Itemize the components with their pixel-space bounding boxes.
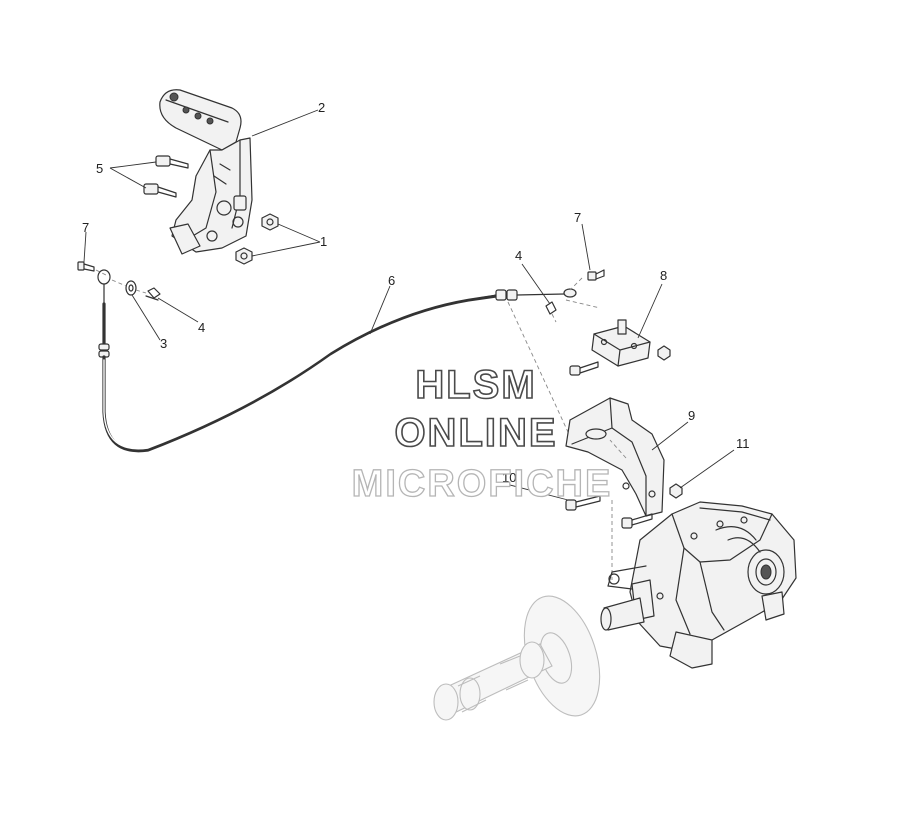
drive-shaft-faded bbox=[433, 641, 553, 721]
callout-7-left: 7 bbox=[82, 220, 89, 235]
bolt-near-clamp bbox=[569, 361, 599, 376]
bolt-part-10-lower bbox=[621, 513, 653, 529]
watermark-line-2: ONLINE bbox=[394, 411, 557, 455]
callout-8: 8 bbox=[660, 268, 667, 283]
callout-7-right: 7 bbox=[574, 210, 581, 225]
callout-6: 6 bbox=[388, 273, 395, 288]
cable-clamp-part-8 bbox=[591, 319, 651, 367]
nut-part-8 bbox=[657, 345, 671, 361]
callout-2: 2 bbox=[318, 100, 325, 115]
callout-11: 11 bbox=[736, 436, 750, 451]
clip-part-4-right bbox=[545, 301, 557, 315]
gearbox-housing bbox=[607, 501, 797, 669]
bolt-part-5-lower bbox=[143, 183, 177, 198]
callout-3: 3 bbox=[160, 336, 167, 351]
callout-9: 9 bbox=[688, 408, 695, 423]
callout-4-right: 4 bbox=[515, 248, 522, 263]
callout-1: 1 bbox=[320, 234, 327, 249]
watermark-line-3: MICROFICHE bbox=[352, 463, 613, 505]
brake-lever-assembly bbox=[159, 89, 253, 255]
callout-10: 10 bbox=[502, 470, 516, 485]
callout-4-left: 4 bbox=[198, 320, 205, 335]
bolt-part-5-upper bbox=[155, 155, 189, 169]
nut-part-1-upper bbox=[261, 213, 279, 231]
pin-part-7-right bbox=[587, 269, 605, 281]
nut-part-1-lower bbox=[235, 247, 253, 265]
washer-part-3 bbox=[125, 280, 137, 296]
watermark-line-1: HLSM bbox=[415, 363, 536, 407]
nut-part-11 bbox=[669, 483, 683, 499]
gearbox-input-shaft bbox=[600, 597, 645, 631]
mounting-bracket-part-9 bbox=[565, 397, 665, 517]
clip-part-4-left bbox=[145, 287, 161, 301]
bolt-part-10-upper bbox=[565, 495, 601, 511]
pin-part-7-left bbox=[77, 261, 95, 272]
brake-cable bbox=[97, 269, 577, 453]
callout-5: 5 bbox=[96, 161, 103, 176]
